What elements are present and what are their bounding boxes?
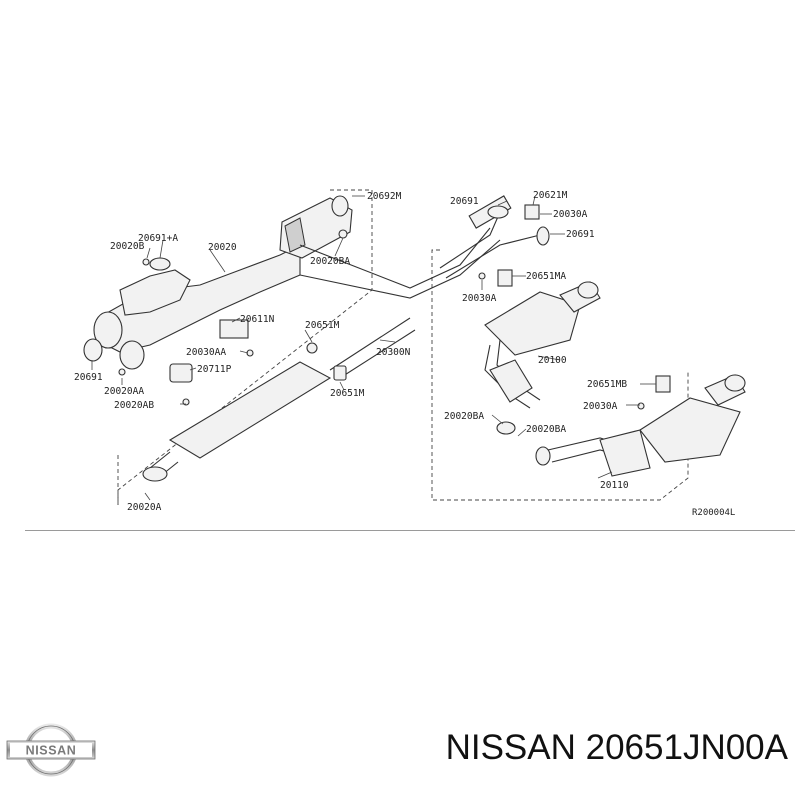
label-20020ba-left: 20020BA: [310, 256, 350, 267]
label-20030a-mid: 20030A: [462, 293, 497, 304]
part-caption: NISSAN 20651JN00A: [445, 728, 788, 767]
label-20020ba-right: 20020BA: [526, 424, 566, 435]
muffler-20110: [535, 374, 746, 477]
label-20611n: 20611N: [240, 314, 275, 325]
label-20651mb: 20651MB: [587, 379, 627, 390]
label-20110: 20110: [600, 480, 629, 491]
label-20020aa: 20020AA: [104, 386, 144, 397]
label-20621m: 20621M: [533, 190, 568, 201]
label-20651ma: 20651MA: [526, 271, 566, 282]
exhaust-system-diagram: 20692M 20691+A 20020 20020B 20020BA 2061…: [74, 189, 746, 518]
label-20030aa: 20030AA: [186, 347, 226, 358]
label-20691-right: 20691: [566, 229, 595, 240]
front-converter-assembly: [83, 195, 353, 406]
label-20030a-right: 20030A: [583, 401, 618, 412]
divider-line: [25, 530, 795, 531]
leader-lines: [91, 195, 656, 479]
label-20651m-lower: 20651M: [330, 388, 365, 399]
label-20691-right-top: 20691: [450, 196, 479, 207]
label-20692m: 20692M: [367, 191, 402, 202]
label-20691-left: 20691: [74, 372, 103, 383]
label-20020b: 20020B: [110, 241, 145, 252]
reference-code: R200004L: [692, 508, 735, 518]
label-20691a: 20691+A: [138, 233, 178, 244]
nissan-logo: NISSAN: [6, 723, 96, 777]
part-labels: 20692M 20691+A 20020 20020B 20020BA 2061…: [74, 190, 735, 518]
label-20100: 20100: [538, 355, 567, 366]
label-20651m-upper: 20651M: [305, 320, 340, 331]
label-20020a: 20020A: [127, 502, 162, 513]
muffler-20100: [484, 281, 601, 435]
y-pipe-right: [439, 204, 550, 287]
svg-text:NISSAN: NISSAN: [26, 744, 77, 758]
label-20300n: 20300N: [376, 347, 411, 358]
label-20020ab: 20020AB: [114, 400, 154, 411]
label-20030a-top: 20030A: [553, 209, 588, 220]
label-20020: 20020: [208, 242, 237, 253]
label-20020ba-mid: 20020BA: [444, 411, 484, 422]
label-20711p: 20711P: [197, 364, 232, 375]
